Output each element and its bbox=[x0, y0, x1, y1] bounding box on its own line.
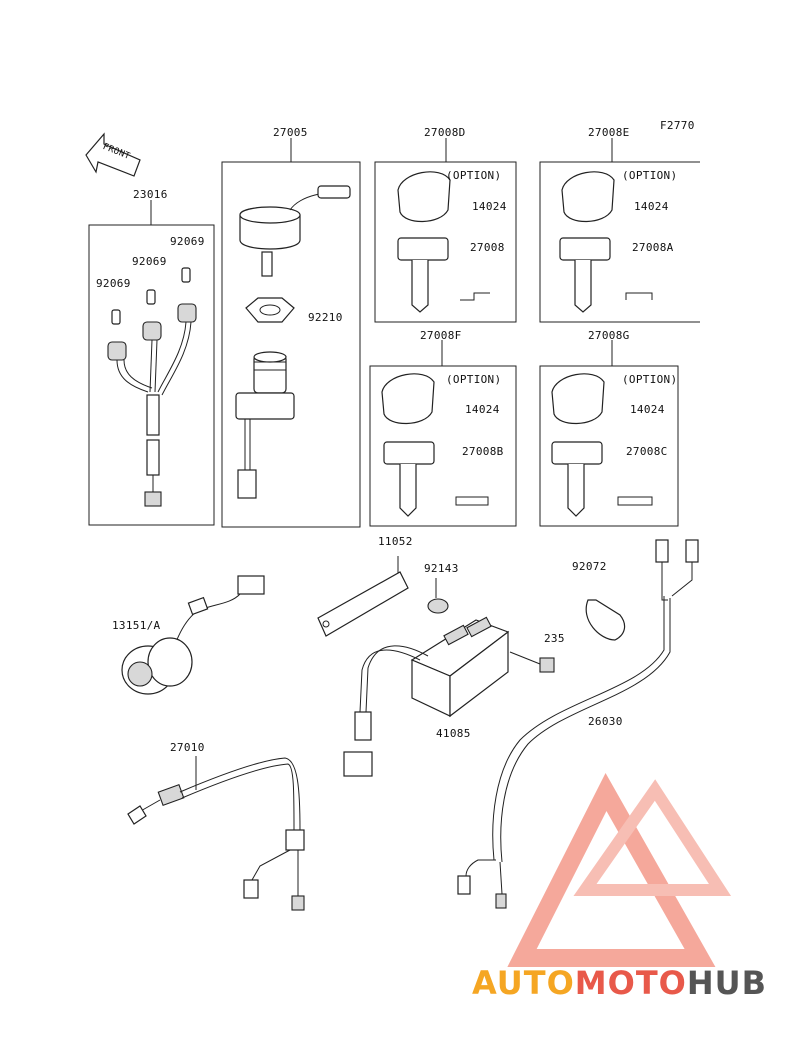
part-92069-c: 92069 bbox=[96, 277, 131, 290]
key-set-27008F bbox=[381, 373, 489, 517]
part-13151A: 13151/A bbox=[112, 619, 161, 632]
option-label-e: (OPTION) bbox=[622, 169, 678, 182]
bolt-235 bbox=[509, 651, 555, 673]
panel-27008F bbox=[369, 340, 517, 527]
part-27008F: 27008F bbox=[420, 329, 462, 342]
watermark-part-hub: HUB bbox=[686, 964, 768, 1002]
control-unit-41085 bbox=[343, 616, 510, 777]
part-27008: 27008 bbox=[470, 241, 505, 254]
key-set-27008E bbox=[559, 171, 653, 313]
option-label-g: (OPTION) bbox=[622, 373, 678, 386]
part-27005: 27005 bbox=[273, 126, 308, 139]
socket-13151A bbox=[121, 575, 265, 695]
panel-23016 bbox=[88, 200, 215, 526]
clamp-92072 bbox=[585, 599, 626, 641]
switch-27010 bbox=[127, 756, 305, 911]
option-label-f: (OPTION) bbox=[446, 373, 502, 386]
part-11052: 11052 bbox=[378, 535, 413, 548]
key-set-27008D bbox=[397, 171, 490, 313]
panel-27008D bbox=[374, 138, 517, 323]
figure-code: F2770 bbox=[660, 119, 695, 132]
part-26030: 26030 bbox=[588, 715, 623, 728]
watermark-text: AUTOMOTOHUB bbox=[472, 964, 767, 1002]
part-14024-a: 14024 bbox=[472, 200, 507, 213]
part-27008D: 27008D bbox=[424, 126, 466, 139]
bracket-11052 bbox=[317, 556, 409, 637]
part-41085: 41085 bbox=[436, 727, 471, 740]
front-arrow-icon bbox=[85, 132, 141, 177]
part-27008B: 27008B bbox=[462, 445, 504, 458]
part-27008A: 27008A bbox=[632, 241, 674, 254]
option-label-d: (OPTION) bbox=[446, 169, 502, 182]
part-14024-d: 14024 bbox=[630, 403, 665, 416]
part-92069-b: 92069 bbox=[132, 255, 167, 268]
part-27010: 27010 bbox=[170, 741, 205, 754]
ignition-switch-27005 bbox=[235, 185, 351, 499]
panel-27008E bbox=[539, 138, 700, 323]
key-set-27008G bbox=[551, 373, 653, 517]
watermark-part-moto: MOTO bbox=[574, 964, 687, 1002]
part-92069-a: 92069 bbox=[170, 235, 205, 248]
part-23016: 23016 bbox=[133, 188, 168, 201]
washer-92143 bbox=[427, 578, 449, 614]
panel-27008G bbox=[539, 340, 679, 527]
watermark-part-auto: AUTO bbox=[472, 964, 575, 1002]
part-92072: 92072 bbox=[572, 560, 607, 573]
part-27008E: 27008E bbox=[588, 126, 630, 139]
part-27008C: 27008C bbox=[626, 445, 668, 458]
part-92210: 92210 bbox=[308, 311, 343, 324]
part-14024-b: 14024 bbox=[634, 200, 669, 213]
part-235: 235 bbox=[544, 632, 565, 645]
part-14024-c: 14024 bbox=[465, 403, 500, 416]
part-92143: 92143 bbox=[424, 562, 459, 575]
watermark-logo bbox=[507, 772, 732, 967]
wiring-harness-23016 bbox=[107, 267, 197, 507]
panel-27005 bbox=[221, 138, 361, 528]
harness-26030 bbox=[457, 539, 699, 909]
part-27008G: 27008G bbox=[588, 329, 630, 342]
